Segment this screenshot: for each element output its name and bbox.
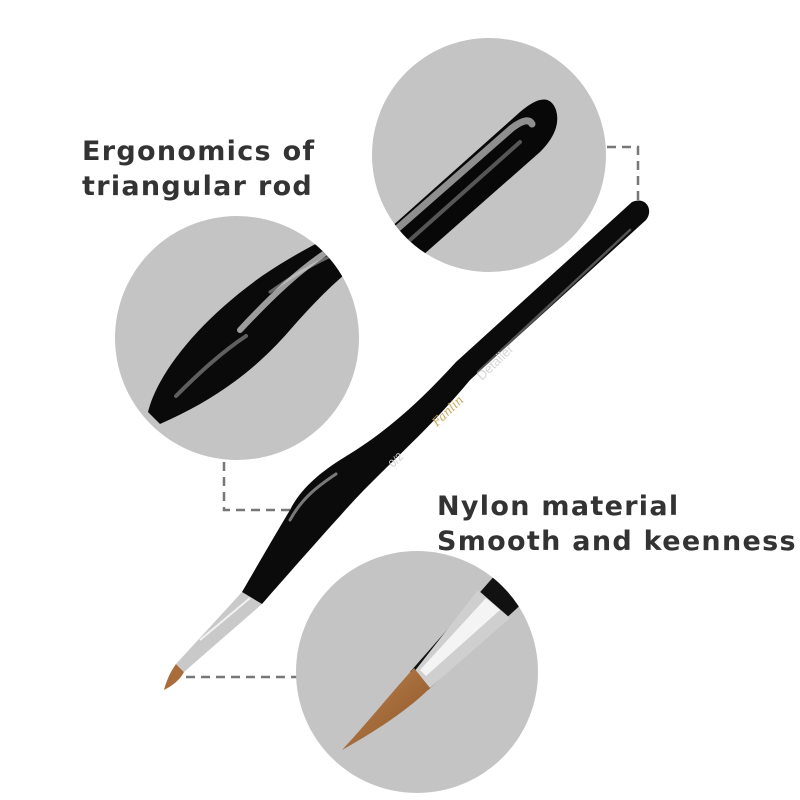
- bristle-caption-line2: Smooth and keenness: [437, 526, 797, 557]
- handle-feature-caption: Ergonomics of triangular rod: [82, 134, 315, 204]
- bristle-detail: [296, 551, 538, 793]
- handle-caption-line1: Ergonomics of: [82, 136, 316, 167]
- leader-line-grip: [222, 462, 306, 512]
- brush-bristles: [164, 664, 184, 690]
- handle-caption-line2: triangular rod: [82, 171, 314, 202]
- brush-ferrule: [176, 592, 262, 672]
- bristle-feature-caption: Nylon material Smooth and keenness: [437, 489, 797, 559]
- leader-line-end-cap: [592, 145, 640, 205]
- brush-handle: [242, 200, 650, 605]
- bristle-caption-line1: Nylon material: [437, 491, 680, 522]
- grip-detail: [115, 216, 359, 460]
- leader-lines: [186, 145, 640, 679]
